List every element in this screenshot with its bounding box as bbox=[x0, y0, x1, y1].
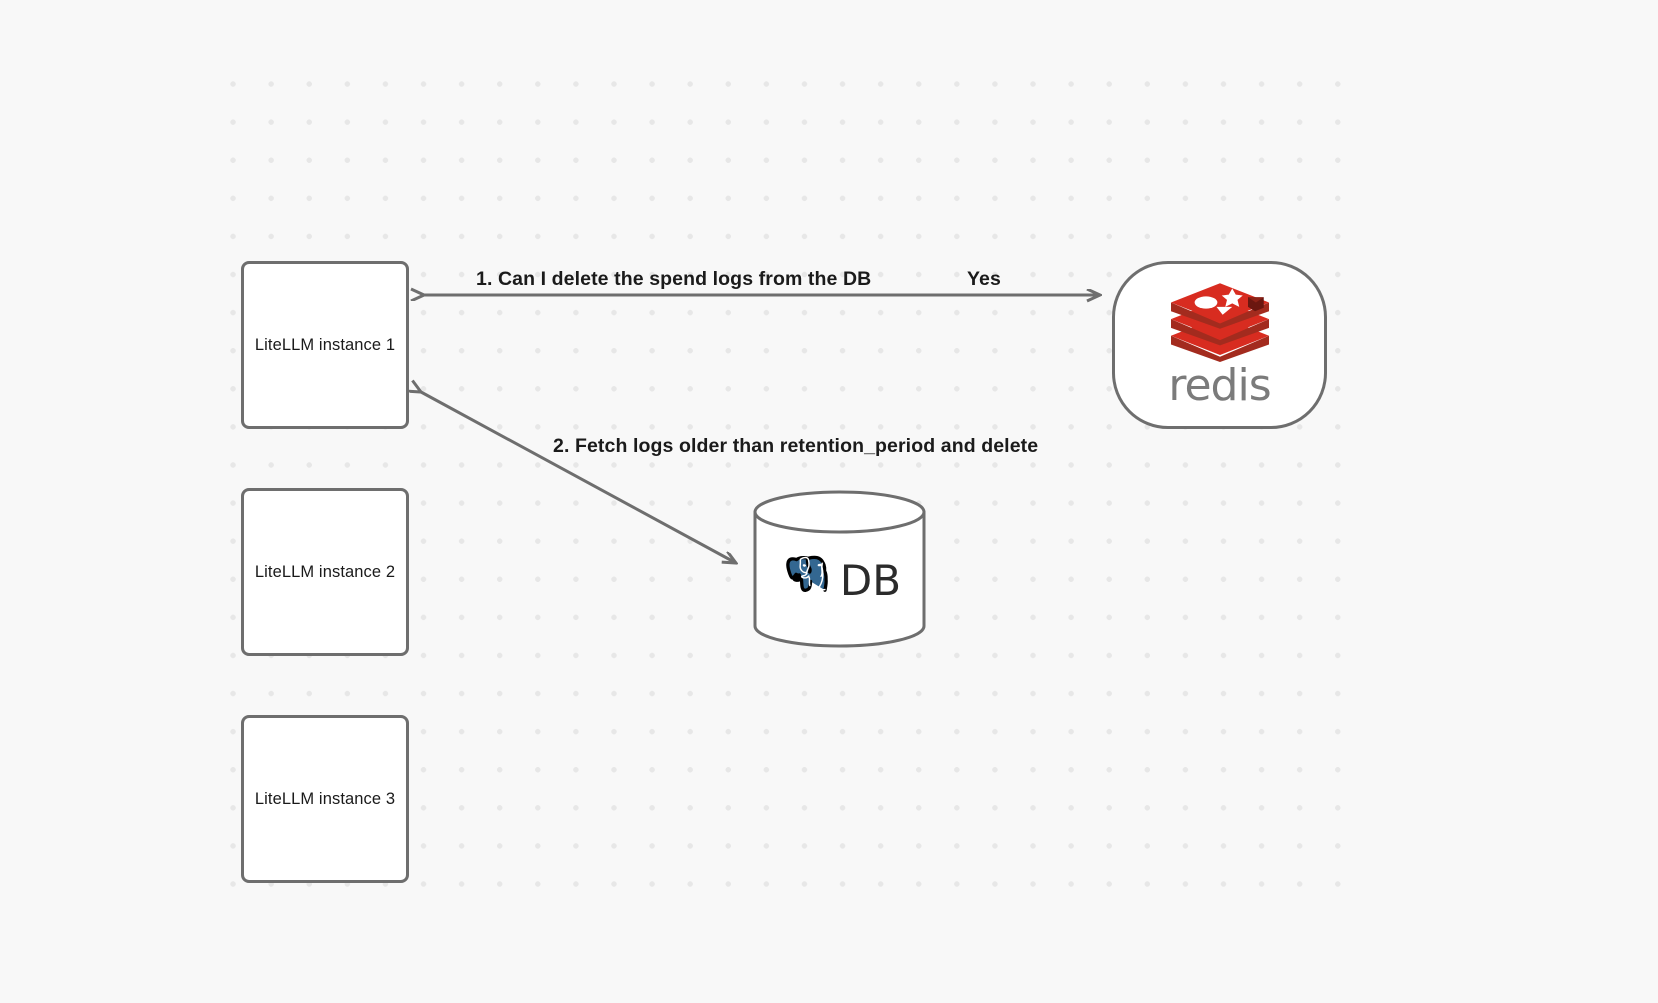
edge-label-step-1: 1. Can I delete the spend logs from the … bbox=[476, 268, 872, 290]
redis-wordmark: redis bbox=[1168, 360, 1271, 411]
edge-instance1-db bbox=[421, 392, 736, 563]
redis-logo-icon bbox=[1170, 283, 1269, 362]
edge-label-step-2: 2. Fetch logs older than retention_perio… bbox=[553, 435, 1039, 457]
node-redis[interactable]: redis bbox=[1112, 261, 1327, 429]
node-label: LiteLLM instance 2 bbox=[254, 562, 396, 581]
node-litellm-instance-2[interactable]: LiteLLM instance 2 bbox=[241, 488, 409, 656]
edge-label-yes: Yes bbox=[967, 268, 1001, 290]
node-label: LiteLLM instance 1 bbox=[254, 335, 396, 354]
postgresql-elephant-icon bbox=[786, 555, 828, 597]
node-litellm-instance-1[interactable]: LiteLLM instance 1 bbox=[241, 261, 409, 429]
db-logo-and-label: DB bbox=[752, 501, 927, 661]
node-litellm-instance-3[interactable]: LiteLLM instance 3 bbox=[241, 715, 409, 883]
node-label: LiteLLM instance 3 bbox=[254, 789, 396, 808]
redis-logo-group: redis bbox=[1166, 278, 1274, 408]
cylinder-shape bbox=[753, 490, 926, 648]
db-text-label: DB bbox=[839, 556, 902, 605]
node-database[interactable]: DB bbox=[752, 489, 927, 649]
